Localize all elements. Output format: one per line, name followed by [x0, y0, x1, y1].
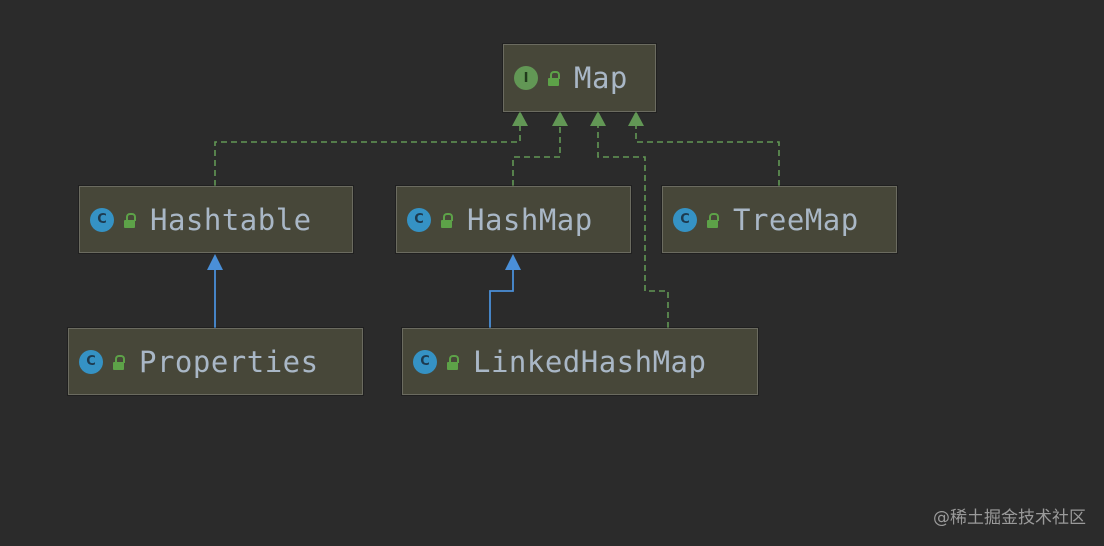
node-hashmap[interactable]: C HashMap: [396, 186, 631, 253]
arrowhead-hashtable-map: [512, 111, 528, 126]
interface-icon: I: [514, 66, 538, 90]
unlock-icon: [122, 212, 136, 228]
arrowhead-treemap-map: [628, 111, 644, 126]
arrowhead-linkedhashmap-map: [590, 111, 606, 126]
class-icon: C: [673, 207, 697, 232]
edge-linkedhashmap-hashmap: [489, 268, 514, 328]
arrowhead-hashmap-map: [552, 111, 568, 126]
unlock-icon: [705, 212, 719, 228]
node-label: Map: [574, 61, 628, 95]
class-icon: C: [90, 207, 114, 232]
edge-linkedhashmap-map: [597, 124, 669, 328]
node-hashtable[interactable]: C Hashtable: [79, 186, 353, 253]
arrowhead-properties-hashtable: [207, 254, 223, 270]
node-treemap[interactable]: C TreeMap: [662, 186, 897, 253]
watermark: @稀土掘金技术社区: [933, 508, 1086, 528]
edge-hashtable-map: [214, 124, 521, 186]
class-icon: C: [413, 349, 437, 374]
node-label: Hashtable: [150, 202, 312, 237]
unlock-icon: [546, 70, 560, 86]
unlock-icon: [445, 354, 459, 370]
unlock-icon: [111, 354, 125, 370]
class-icon: C: [407, 207, 431, 232]
node-properties[interactable]: C Properties: [68, 328, 363, 395]
node-linkedhashmap[interactable]: C LinkedHashMap: [402, 328, 758, 395]
node-label: TreeMap: [733, 202, 859, 237]
node-map[interactable]: I Map: [503, 44, 656, 112]
unlock-icon: [439, 212, 453, 228]
node-label: LinkedHashMap: [473, 344, 707, 379]
arrowhead-linkedhashmap-hashmap: [505, 254, 521, 270]
node-label: Properties: [139, 344, 319, 379]
node-label: HashMap: [467, 202, 593, 237]
edge-hashmap-map: [512, 124, 561, 186]
class-icon: C: [79, 349, 103, 374]
edge-treemap-map: [635, 124, 780, 186]
